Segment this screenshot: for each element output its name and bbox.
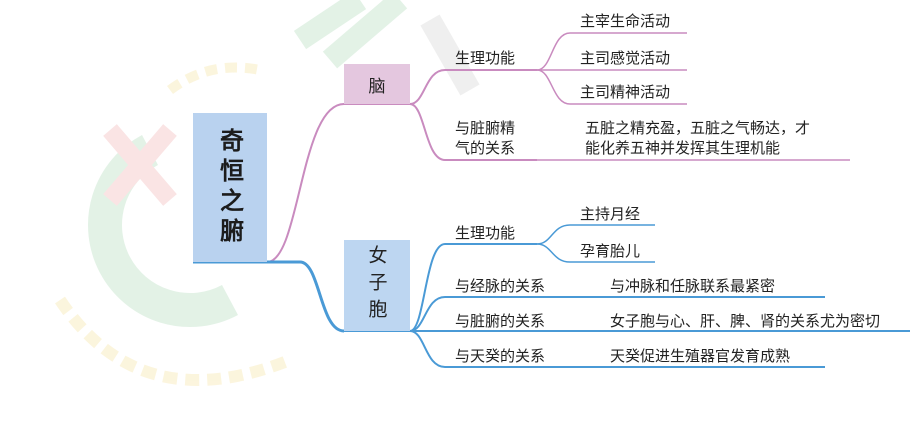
nao-label: 脑 [368,76,386,97]
connector-root-nvzi [193,260,345,333]
nvzibao-relation-text: 与冲脉和任脉联系最紧密 [610,277,776,295]
nvzibao-relation-text: 女子胞与心、肝、脾、肾的关系尤为密切 [610,312,881,330]
nvzibao-relation-text: 天癸促进生殖器官发育成熟 [610,347,791,365]
nao-relation-text-line: 五脏之精充盈，五脏之气畅达，才 [585,119,811,137]
root-label: 奇恒之腑 [215,127,245,248]
nvzibao-function-item: 孕育胎儿 [580,242,641,260]
nao-relation-text: 五脏之精充盈，五脏之气畅达，才 能化养五神并发挥其生理机能 [585,118,810,158]
nvzibao-function-label: 生理功能 [455,224,516,242]
nao-relation-label: 与脏腑精 气的关系 [455,118,515,158]
nvzibao-function-item: 主持月经 [580,205,641,223]
nao-function-item: 主宰生命活动 [580,12,671,30]
nvzibao-relation-label: 与经脉的关系 [455,277,546,295]
nao-function-label: 生理功能 [455,49,516,67]
nao-function-item: 主司精神活动 [580,83,671,101]
root-node: 奇恒之腑 [193,113,267,262]
nvzibao-node: 女子胞 [344,240,410,331]
nao-relation-text-line: 能化养五神并发挥其生理机能 [585,139,781,157]
nao-relation-label-line: 与脏腑精 [455,119,516,137]
connector-root-nao [266,103,345,263]
nvzibao-relation-label: 与脏腑的关系 [455,312,546,330]
nvzibao-label: 女子胞 [365,245,388,326]
nao-relation-label-line: 气的关系 [455,139,516,157]
nao-function-item: 主司感觉活动 [580,49,671,67]
nvzibao-relation-label: 与天癸的关系 [455,347,546,365]
nao-node: 脑 [344,64,410,104]
